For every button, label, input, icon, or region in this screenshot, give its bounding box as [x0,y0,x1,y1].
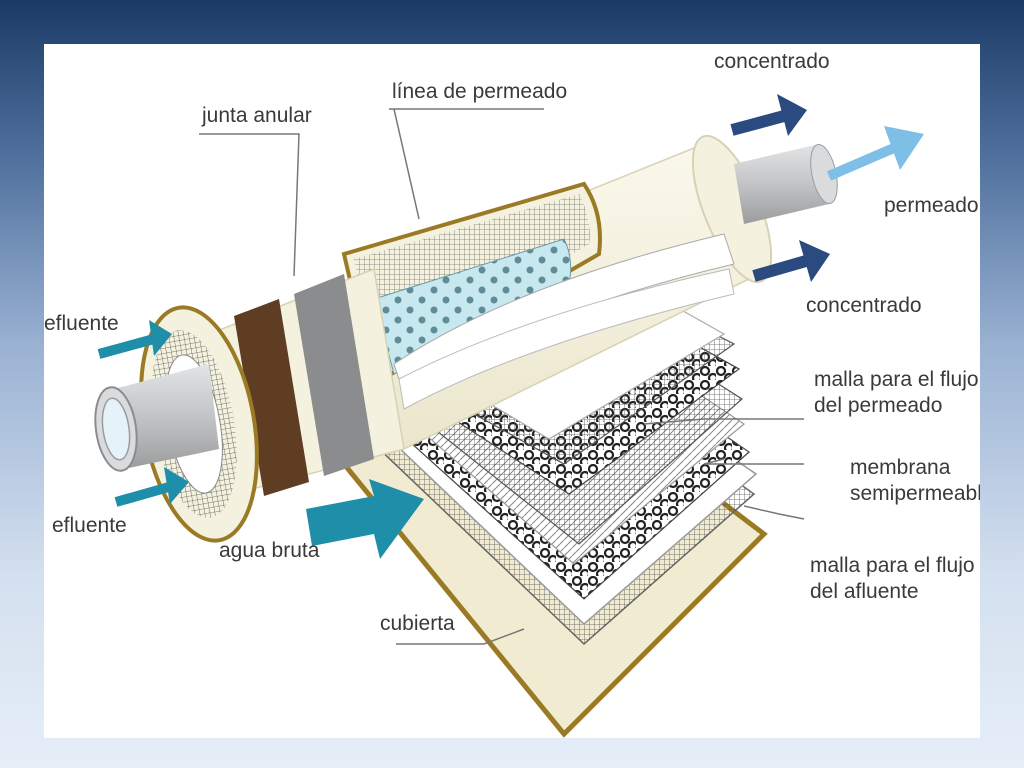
agua-bruta-arrow [306,479,424,559]
label-malla-permeado-2: del permeado [814,394,942,417]
label-membrana-2: semipermeable [850,482,980,505]
efluente-bottom-arrow [114,467,189,507]
leader-lines [199,108,805,645]
flow-arrows [97,94,924,559]
diagram-panel: junta anular línea de permeado concentra… [44,44,980,738]
permeado-arrow [827,126,924,181]
efluente-top-arrow [97,320,172,359]
label-malla-afluente-1: malla para el flujo [810,554,975,577]
concentrado-top-arrow [730,94,807,136]
concentrado-bottom-arrow [752,240,830,282]
label-membrana-1: membrana [850,456,951,479]
label-agua-bruta: agua bruta [219,539,320,562]
label-concentrado-bottom: concentrado [806,294,922,317]
ro-membrane-diagram: junta anular línea de permeado concentra… [44,50,980,738]
label-malla-afluente-2: del afluente [810,580,919,603]
label-cubierta: cubierta [380,612,455,635]
label-linea-permeado: línea de permeado [392,80,567,103]
label-permeado: permeado [884,194,979,217]
pressure-vessel [94,134,838,543]
label-concentrado-top: concentrado [714,50,830,73]
label-efluente-top: efluente [44,312,119,335]
label-efluente-bottom: efluente [52,514,127,537]
label-malla-permeado-1: malla para el flujo [814,368,979,391]
label-junta-anular: junta anular [201,104,312,127]
